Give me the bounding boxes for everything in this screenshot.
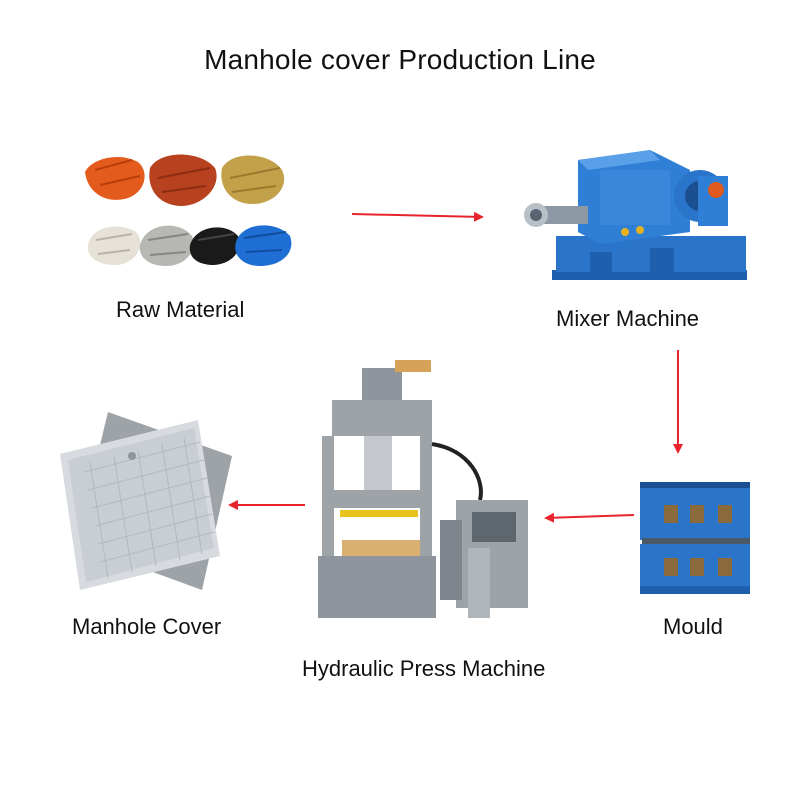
mould-image [640,482,750,594]
arrow-raw-to-mixer [351,211,484,222]
hydraulic-press-image [318,360,528,618]
mixer-machine-label: Mixer Machine [556,306,700,331]
manhole-cover-image [60,412,232,590]
arrow-mould-to-press [544,512,635,523]
raw-material-label: Raw Material [116,297,245,322]
manhole-cover-label: Manhole Cover [72,614,222,639]
hydraulic-press-label: Hydraulic Press Machine [302,656,546,681]
mixer-machine-image [524,150,747,280]
mould-label: Mould [663,614,723,639]
raw-material-image [85,154,292,266]
diagram-title: Manhole cover Production Line [204,44,596,75]
